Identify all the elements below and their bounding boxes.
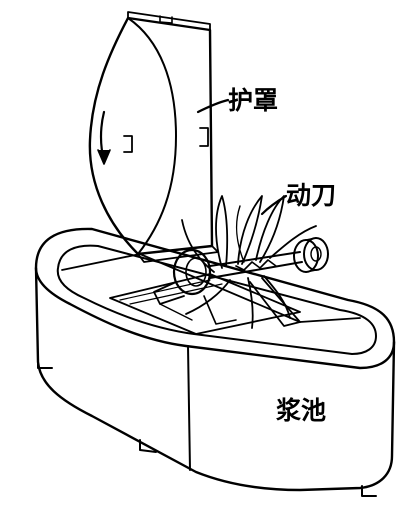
tank-label: 浆池 bbox=[276, 396, 327, 425]
blade-label: 动刀 bbox=[286, 181, 337, 210]
guard-leader-line bbox=[196, 98, 230, 114]
rotor-assembly bbox=[153, 195, 329, 329]
leader-lines bbox=[196, 98, 288, 216]
blade-leader-line bbox=[260, 194, 288, 216]
pulp-tank bbox=[34, 227, 396, 497]
guard-hood bbox=[88, 11, 219, 263]
guard-label: 护罩 bbox=[228, 86, 279, 115]
